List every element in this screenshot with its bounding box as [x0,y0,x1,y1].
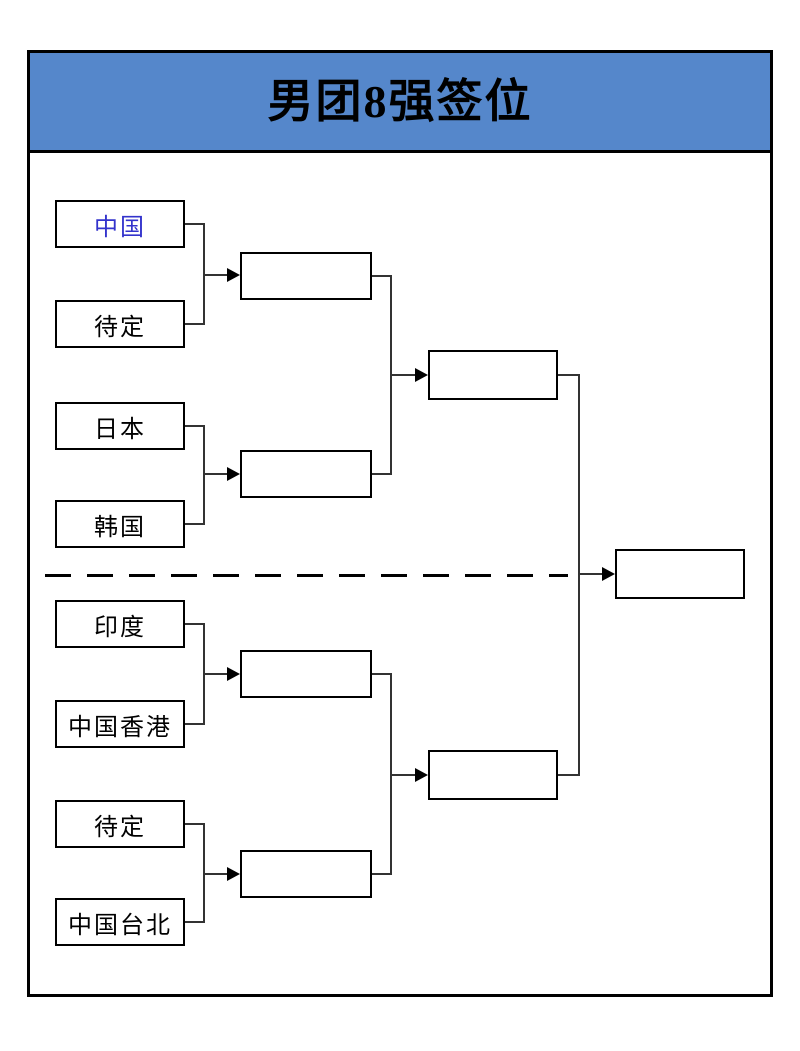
team-label: 中国香港 [68,714,172,741]
connector-line [185,323,204,325]
connector-line [372,673,392,675]
connector-line [558,774,580,776]
connector-line [372,873,392,875]
title-banner: 男团8强签位 [30,53,770,153]
team-label: 印度 [94,614,146,641]
qf-winner-box-2 [240,450,372,498]
sf-winner-box-2 [428,750,558,800]
connector-line [185,623,204,625]
arrow-right-icon [415,768,428,782]
champion-box [615,549,745,599]
connector-line [185,823,204,825]
qf-winner-box-1 [240,252,372,300]
bracket-divider-dashed [45,574,568,577]
qf-winner-box-3 [240,650,372,698]
connector-line [578,374,580,776]
team-box-hongkong: 中国香港 [55,700,185,748]
connector-line [372,473,392,475]
connector-line [185,223,204,225]
arrow-right-icon [227,268,240,282]
arrow-right-icon [227,867,240,881]
connector-line [203,873,229,875]
arrow-right-icon [227,467,240,481]
team-label: 待定 [94,814,146,841]
connector-line [390,774,417,776]
team-box-korea: 韩国 [55,500,185,548]
team-box-tbd-1: 待定 [55,300,185,348]
connector-line [203,274,229,276]
arrow-right-icon [227,667,240,681]
page-title: 男团8强签位 [267,75,533,127]
connector-line [185,523,204,525]
connector-line [185,921,204,923]
connector-line [203,473,229,475]
qf-winner-box-4 [240,850,372,898]
connector-line [372,275,392,277]
team-label: 中国台北 [68,912,172,939]
connector-line [185,425,204,427]
team-box-china: 中国 [55,200,185,248]
connector-line [578,573,603,575]
team-box-japan: 日本 [55,402,185,450]
connector-line [390,374,417,376]
team-label: 待定 [94,314,146,341]
team-label: 韩国 [94,514,146,541]
team-box-taipei: 中国台北 [55,898,185,946]
team-box-india: 印度 [55,600,185,648]
connector-line [185,723,204,725]
team-label: 日本 [94,416,146,443]
connector-line [203,673,229,675]
sf-winner-box-1 [428,350,558,400]
connector-line [558,374,580,376]
arrow-right-icon [415,368,428,382]
arrow-right-icon [602,567,615,581]
team-label: 中国 [94,214,146,241]
connector-line [203,425,205,525]
team-box-tbd-2: 待定 [55,800,185,848]
